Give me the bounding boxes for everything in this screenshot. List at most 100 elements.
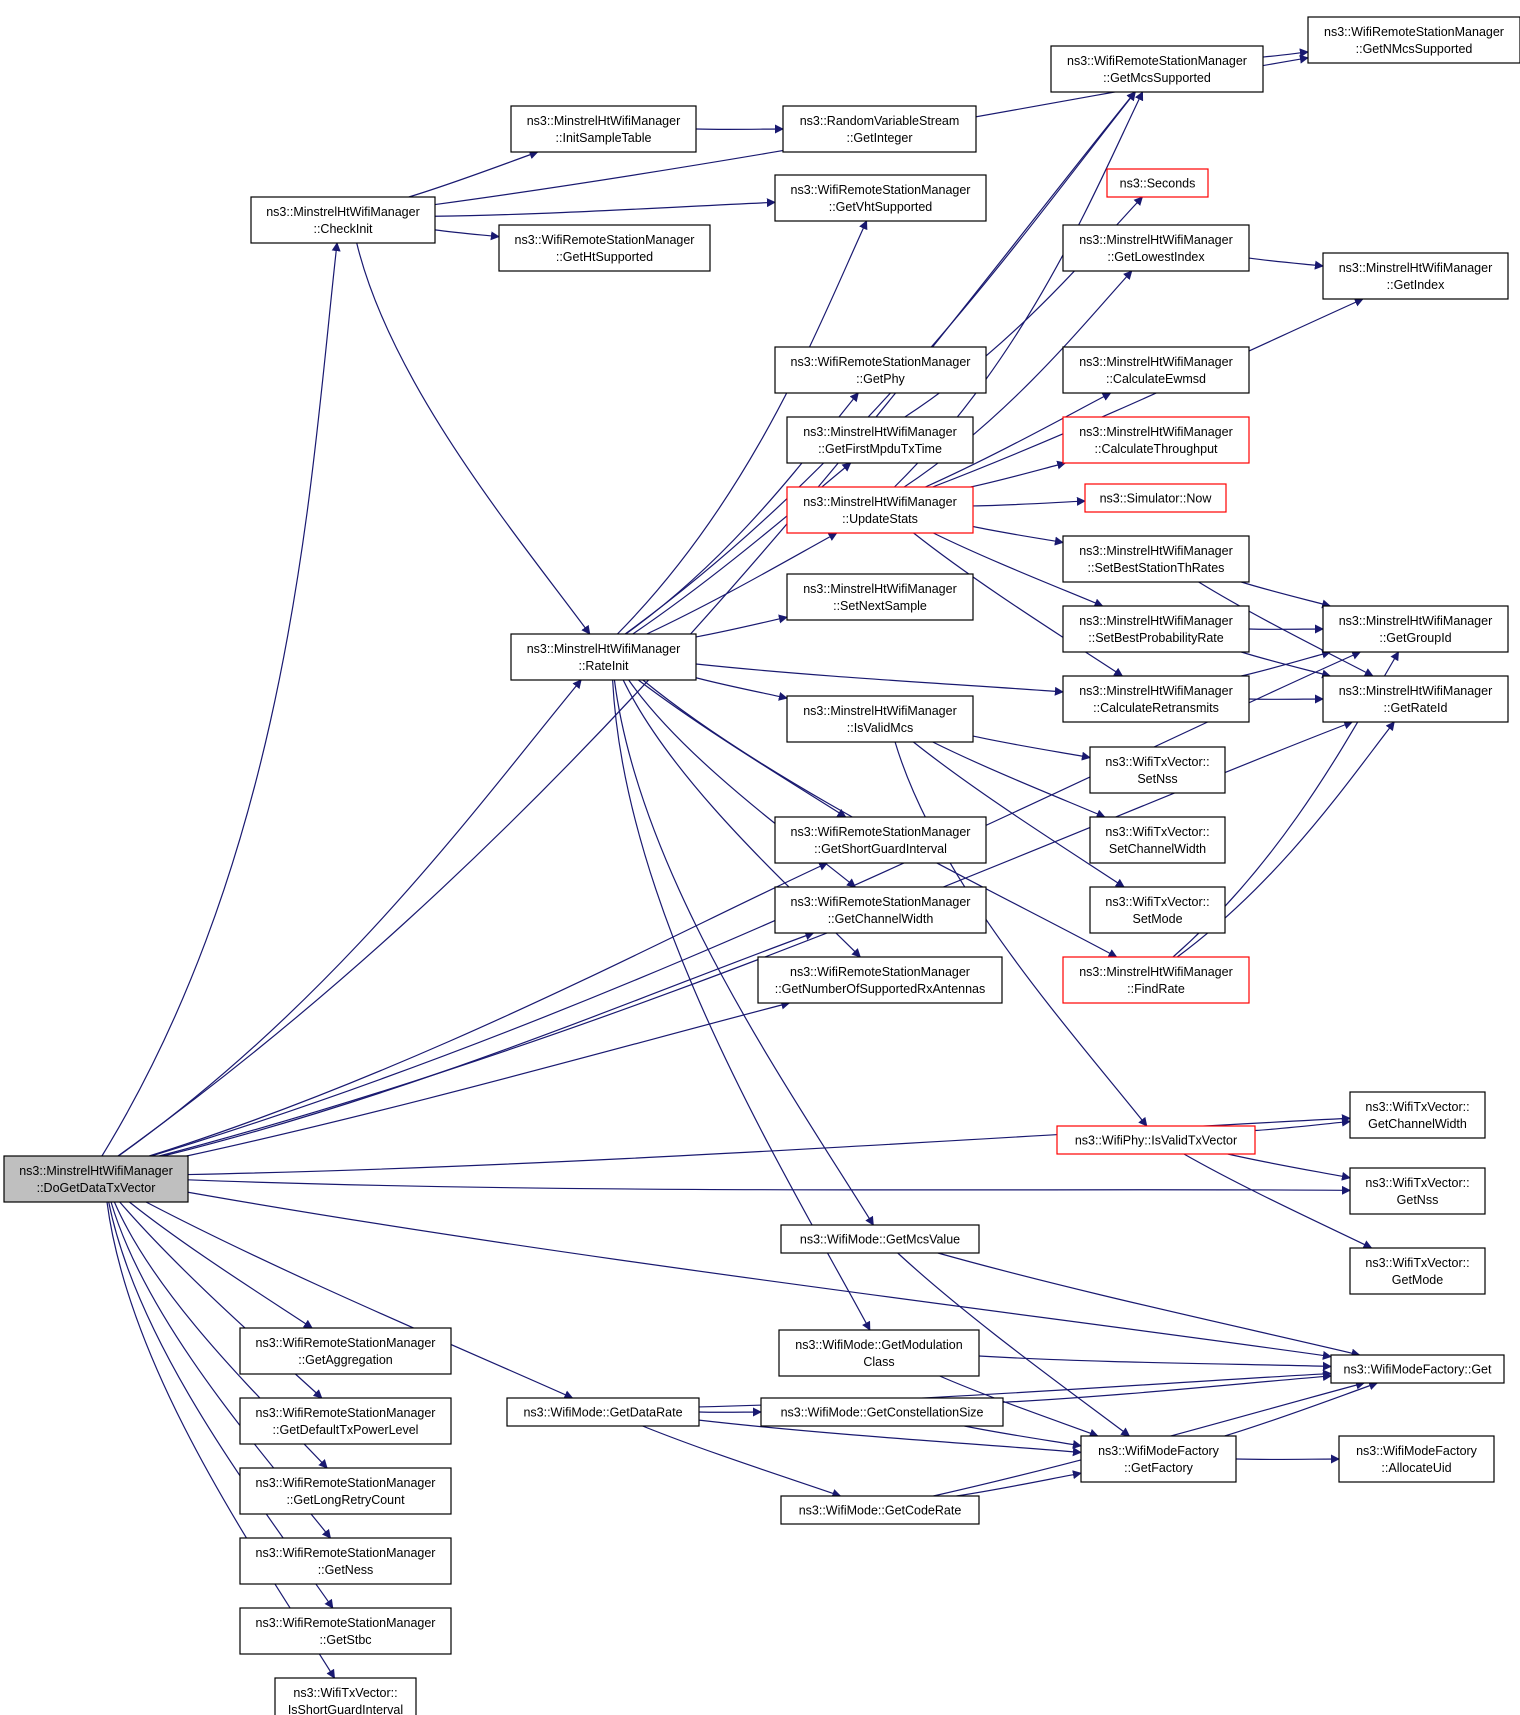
node-label: ::DoGetDataTxVector xyxy=(37,1181,156,1195)
node-getcoderate[interactable]: ns3::WifiMode::GetCodeRate xyxy=(780,1495,980,1525)
node-box xyxy=(780,1224,980,1254)
node-setmode[interactable]: ns3::WifiTxVector::SetMode xyxy=(1089,886,1226,934)
node-box xyxy=(1322,675,1509,723)
node-label: SetMode xyxy=(1132,912,1182,926)
node-getrateid[interactable]: ns3::MinstrelHtWifiManager::GetRateId xyxy=(1322,675,1509,723)
node-label: ns3::WifiRemoteStationManager xyxy=(256,1546,436,1560)
node-label: ns3::WifiTxVector:: xyxy=(1365,1176,1469,1190)
node-getlongretry[interactable]: ns3::WifiRemoteStationManager::GetLongRe… xyxy=(239,1467,452,1515)
edge-rateinit-to-getmcsvalue xyxy=(613,679,874,1226)
node-label: ns3::WifiMode::GetModulation xyxy=(795,1338,962,1352)
node-label: GetNss xyxy=(1397,1193,1439,1207)
node-setnss[interactable]: ns3::WifiTxVector::SetNss xyxy=(1089,746,1226,794)
node-box xyxy=(1062,224,1250,272)
node-getnmcs[interactable]: ns3::WifiRemoteStationManager::GetNMcsSu… xyxy=(1307,16,1520,64)
edge-rateinit-to-getmodclass xyxy=(612,679,871,1331)
node-txgetmode[interactable]: ns3::WifiTxVector::GetMode xyxy=(1349,1247,1486,1295)
node-getsgi[interactable]: ns3::WifiRemoteStationManager::GetShortG… xyxy=(774,816,987,864)
edge-isvalidtx-to-txgetnss xyxy=(1227,1153,1351,1181)
edge-checkinit-to-rateinit xyxy=(356,242,591,635)
edge-root-to-getsgi xyxy=(149,862,829,1157)
node-box xyxy=(1089,746,1226,794)
node-calcewmsd[interactable]: ns3::MinstrelHtWifiManager::CalculateEwm… xyxy=(1062,346,1250,394)
node-box xyxy=(1056,1125,1256,1155)
node-label: ::GetRateId xyxy=(1384,701,1448,715)
node-getness[interactable]: ns3::WifiRemoteStationManager::GetNess xyxy=(239,1537,452,1585)
node-label: ns3::MinstrelHtWifiManager xyxy=(1339,614,1493,628)
node-box xyxy=(239,1467,452,1515)
node-label: ns3::WifiMode::GetConstellationSize xyxy=(781,1406,984,1420)
edge-getdatarate-to-getcoderate xyxy=(642,1425,842,1498)
node-label: ns3::WifiRemoteStationManager xyxy=(791,183,971,197)
edge-root-to-getdeftx xyxy=(119,1201,323,1399)
node-label: ns3::WifiModeFactory xyxy=(1356,1444,1478,1458)
node-simnow[interactable]: ns3::Simulator::Now xyxy=(1084,483,1227,513)
node-label: ns3::MinstrelHtWifiManager xyxy=(1339,261,1493,275)
node-label: ::GetDefaultTxPowerLevel xyxy=(273,1423,419,1437)
node-setchw[interactable]: ns3::WifiTxVector::SetChannelWidth xyxy=(1089,816,1226,864)
node-label: ns3::WifiMode::GetMcsValue xyxy=(800,1233,960,1247)
node-root[interactable]: ns3::MinstrelHtWifiManager::DoGetDataTxV… xyxy=(3,1155,189,1203)
node-getvht[interactable]: ns3::WifiRemoteStationManager::GetVhtSup… xyxy=(774,174,987,222)
node-getmcsvalue[interactable]: ns3::WifiMode::GetMcsValue xyxy=(780,1224,980,1254)
node-getlowest[interactable]: ns3::MinstrelHtWifiManager::GetLowestInd… xyxy=(1062,224,1250,272)
node-label: ::AllocateUid xyxy=(1381,1461,1451,1475)
edge-updatestats-to-setbeststation xyxy=(972,525,1064,546)
node-label: ::RateInit xyxy=(578,659,629,673)
node-getnumrx[interactable]: ns3::WifiRemoteStationManager::GetNumber… xyxy=(757,956,1003,1004)
node-box xyxy=(1062,605,1250,653)
node-txgetchw[interactable]: ns3::WifiTxVector::GetChannelWidth xyxy=(1349,1091,1486,1139)
node-label: ns3::WifiRemoteStationManager xyxy=(256,1476,436,1490)
node-box xyxy=(510,105,697,153)
node-getstbc[interactable]: ns3::WifiRemoteStationManager::GetStbc xyxy=(239,1607,452,1655)
node-getchw[interactable]: ns3::WifiRemoteStationManager::GetChanne… xyxy=(774,886,987,934)
node-getmcssup[interactable]: ns3::WifiRemoteStationManager::GetMcsSup… xyxy=(1050,45,1264,93)
node-setnextsample[interactable]: ns3::MinstrelHtWifiManager::SetNextSampl… xyxy=(786,573,974,621)
node-calcretrans[interactable]: ns3::MinstrelHtWifiManager::CalculateRet… xyxy=(1062,675,1250,723)
node-isvalidtx[interactable]: ns3::WifiPhy::IsValidTxVector xyxy=(1056,1125,1256,1155)
node-getht[interactable]: ns3::WifiRemoteStationManager::GetHtSupp… xyxy=(498,224,711,272)
node-label: SetChannelWidth xyxy=(1109,842,1206,856)
node-getphy[interactable]: ns3::WifiRemoteStationManager::GetPhy xyxy=(774,346,987,394)
node-rateinit[interactable]: ns3::MinstrelHtWifiManager::RateInit xyxy=(510,633,697,681)
node-label: ::GetInteger xyxy=(846,131,912,145)
node-getaggr[interactable]: ns3::WifiRemoteStationManager::GetAggreg… xyxy=(239,1327,452,1375)
node-getdeftx[interactable]: ns3::WifiRemoteStationManager::GetDefaul… xyxy=(239,1397,452,1445)
node-initsample[interactable]: ns3::MinstrelHtWifiManager::InitSampleTa… xyxy=(510,105,697,153)
node-setbeststation[interactable]: ns3::MinstrelHtWifiManager::SetBestStati… xyxy=(1062,535,1250,583)
node-rvsgetint[interactable]: ns3::RandomVariableStream::GetInteger xyxy=(782,105,977,153)
node-label: ns3::MinstrelHtWifiManager xyxy=(527,642,681,656)
node-box xyxy=(774,816,987,864)
node-getgroupid[interactable]: ns3::MinstrelHtWifiManager::GetGroupId xyxy=(1322,605,1509,653)
node-isshortgi[interactable]: ns3::WifiTxVector::IsShortGuardInterval xyxy=(274,1677,417,1715)
node-updatestats[interactable]: ns3::MinstrelHtWifiManager::UpdateStats xyxy=(786,486,974,534)
node-calcthru[interactable]: ns3::MinstrelHtWifiManager::CalculateThr… xyxy=(1062,416,1250,464)
node-getfactory[interactable]: ns3::WifiModeFactory::GetFactory xyxy=(1080,1435,1237,1483)
node-findrate[interactable]: ns3::MinstrelHtWifiManager::FindRate xyxy=(1062,956,1250,1004)
node-checkinit[interactable]: ns3::MinstrelHtWifiManager::CheckInit xyxy=(250,196,436,244)
node-label: ns3::MinstrelHtWifiManager xyxy=(266,205,420,219)
edge-getmodclass-to-factoryget xyxy=(978,1355,1332,1371)
node-getfirstmpdu[interactable]: ns3::MinstrelHtWifiManager::GetFirstMpdu… xyxy=(786,416,974,464)
node-label: ::IsValidMcs xyxy=(847,721,913,735)
node-factoryget[interactable]: ns3::WifiModeFactory::Get xyxy=(1330,1354,1505,1384)
node-isvalidmcs[interactable]: ns3::MinstrelHtWifiManager::IsValidMcs xyxy=(786,695,974,743)
node-setbestprob[interactable]: ns3::MinstrelHtWifiManager::SetBestProba… xyxy=(1062,605,1250,653)
node-getindex[interactable]: ns3::MinstrelHtWifiManager::GetIndex xyxy=(1322,252,1509,300)
node-allocuid[interactable]: ns3::WifiModeFactory::AllocateUid xyxy=(1338,1435,1495,1483)
node-getconst[interactable]: ns3::WifiMode::GetConstellationSize xyxy=(760,1397,1004,1427)
node-box xyxy=(239,1607,452,1655)
node-getdatarate[interactable]: ns3::WifiMode::GetDataRate xyxy=(506,1397,700,1427)
node-box xyxy=(1322,252,1509,300)
node-label: ::FindRate xyxy=(1127,982,1185,996)
edge-isvalidmcs-to-setchw xyxy=(932,741,1106,818)
edge-rateinit-to-updatestats xyxy=(646,532,838,635)
node-seconds[interactable]: ns3::Seconds xyxy=(1106,168,1209,198)
node-label: ::SetBestProbabilityRate xyxy=(1088,631,1224,645)
node-label: ns3::WifiModeFactory xyxy=(1098,1444,1220,1458)
edge-root-to-txgetnss xyxy=(187,1179,1351,1195)
node-label: ns3::WifiRemoteStationManager xyxy=(791,895,971,909)
node-txgetnss[interactable]: ns3::WifiTxVector::GetNss xyxy=(1349,1167,1486,1215)
node-label: ns3::MinstrelHtWifiManager xyxy=(1079,614,1233,628)
